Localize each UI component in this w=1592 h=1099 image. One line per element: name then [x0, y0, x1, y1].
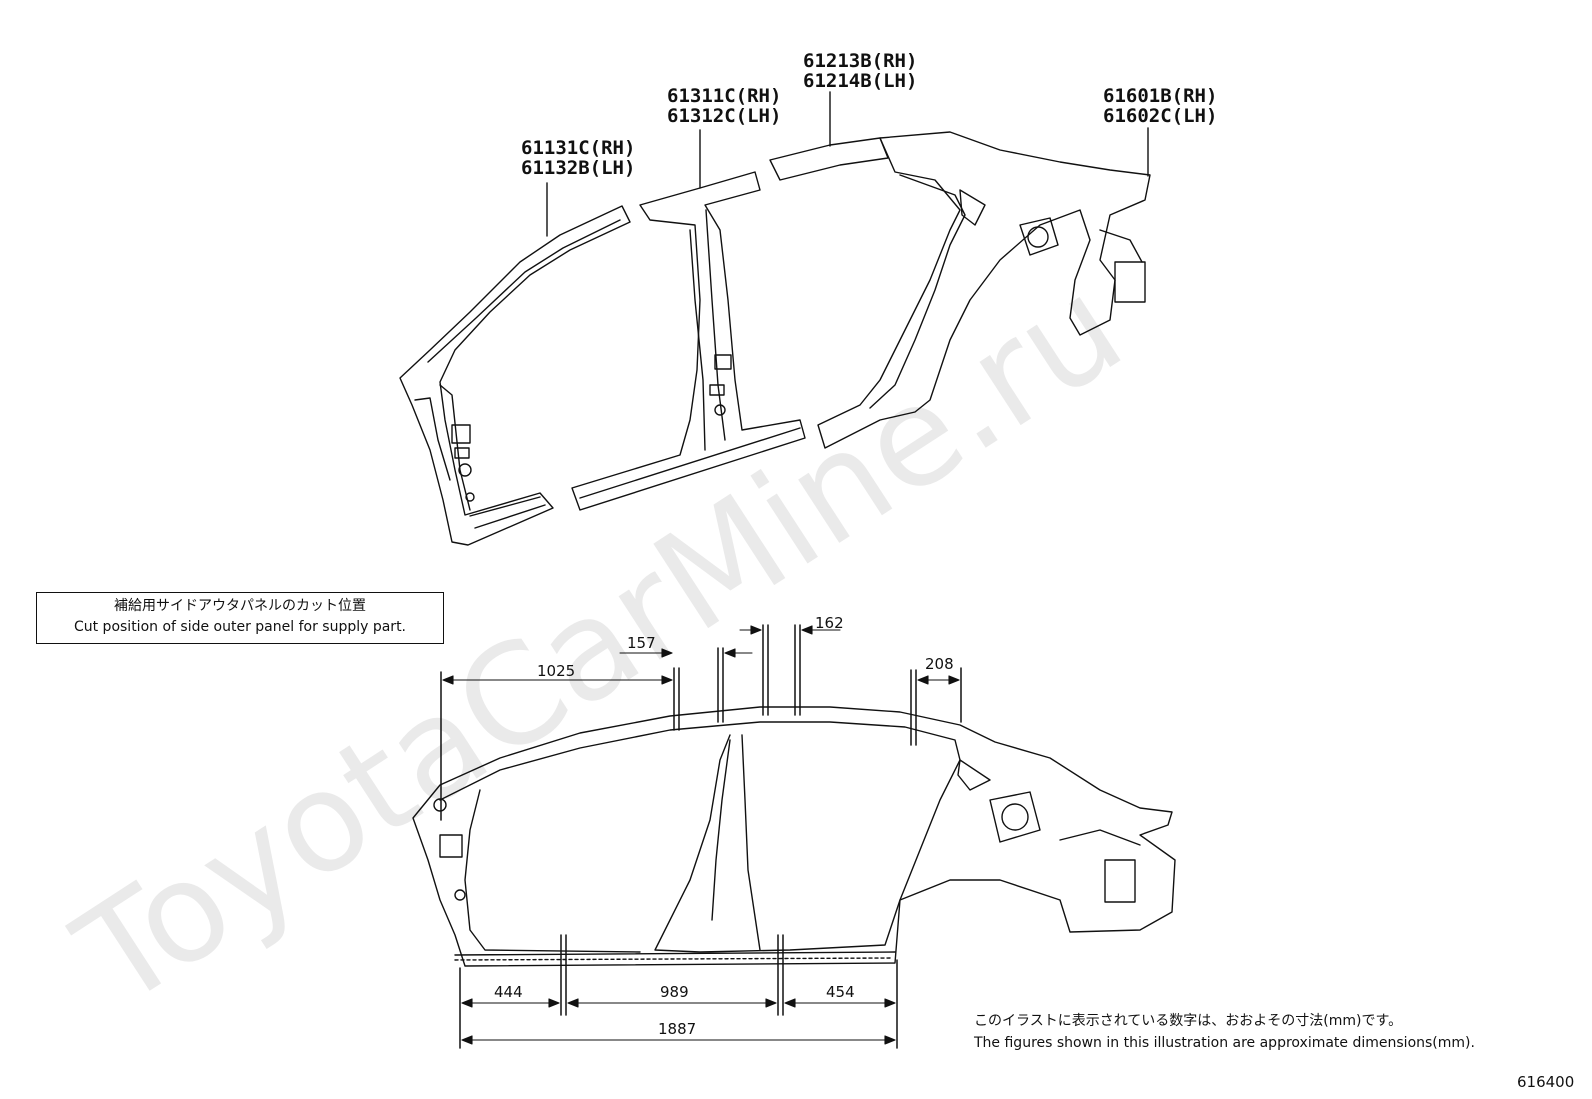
illustration-code: 616400	[1517, 1073, 1575, 1091]
part-number-rh: 61601B(RH)	[1103, 85, 1218, 107]
part-number-rh: 61131C(RH)	[521, 137, 636, 159]
cut-lines	[440, 624, 962, 1049]
part-number-rh: 61213B(RH)	[803, 50, 918, 72]
dimension-top-center: 157	[627, 634, 656, 652]
part-number-lh: 61312C(LH)	[667, 105, 782, 127]
dimension-note-jp: このイラストに表示されている数字は、おおよその寸法(mm)です。	[974, 1013, 1403, 1029]
roof-quarter-piece	[769, 131, 1151, 449]
dimension-bottom-center: 989	[660, 983, 689, 1001]
dimension-bottom-front: 444	[494, 983, 523, 1001]
cut-position-text-en: Cut position of side outer panel for sup…	[73, 619, 407, 635]
dimension-note-en: The figures shown in this illustration a…	[974, 1035, 1475, 1051]
part-number-rh: 61311C(RH)	[667, 85, 782, 107]
part-number-lh: 61602C(LH)	[1103, 105, 1218, 127]
dimension-note: このイラストに表示されている数字は、おおよその寸法(mm)です。 The fig…	[974, 1010, 1475, 1054]
cut-position-box: 補給用サイドアウタパネルのカット位置 Cut position of side …	[36, 592, 444, 644]
part-label-quarter-panel: 61601B(RH) 61602C(LH)	[1103, 86, 1217, 126]
part-number-lh: 61214B(LH)	[803, 70, 918, 92]
dimension-bottom-rear: 454	[826, 983, 855, 1001]
dimension-top-rear: 208	[925, 655, 954, 673]
cut-position-text-jp: 補給用サイドアウタパネルのカット位置	[114, 598, 366, 614]
dimension-arrows	[442, 625, 960, 1045]
part-number-lh: 61132B(LH)	[521, 157, 636, 179]
dimension-top-front: 1025	[537, 662, 576, 680]
exploded-side-panel	[399, 91, 1151, 546]
part-label-center-pillar: 61311C(RH) 61312C(LH)	[667, 86, 781, 126]
part-label-roof-side: 61213B(RH) 61214B(LH)	[803, 51, 917, 91]
dimension-bottom-total: 1887	[658, 1020, 697, 1038]
part-label-front-pillar: 61131C(RH) 61132B(LH)	[521, 138, 635, 178]
dimension-top-roof: 162	[815, 614, 844, 632]
center-pillar-piece	[571, 171, 806, 511]
front-pillar-piece	[399, 205, 631, 546]
assembled-side-panel	[412, 706, 1176, 967]
